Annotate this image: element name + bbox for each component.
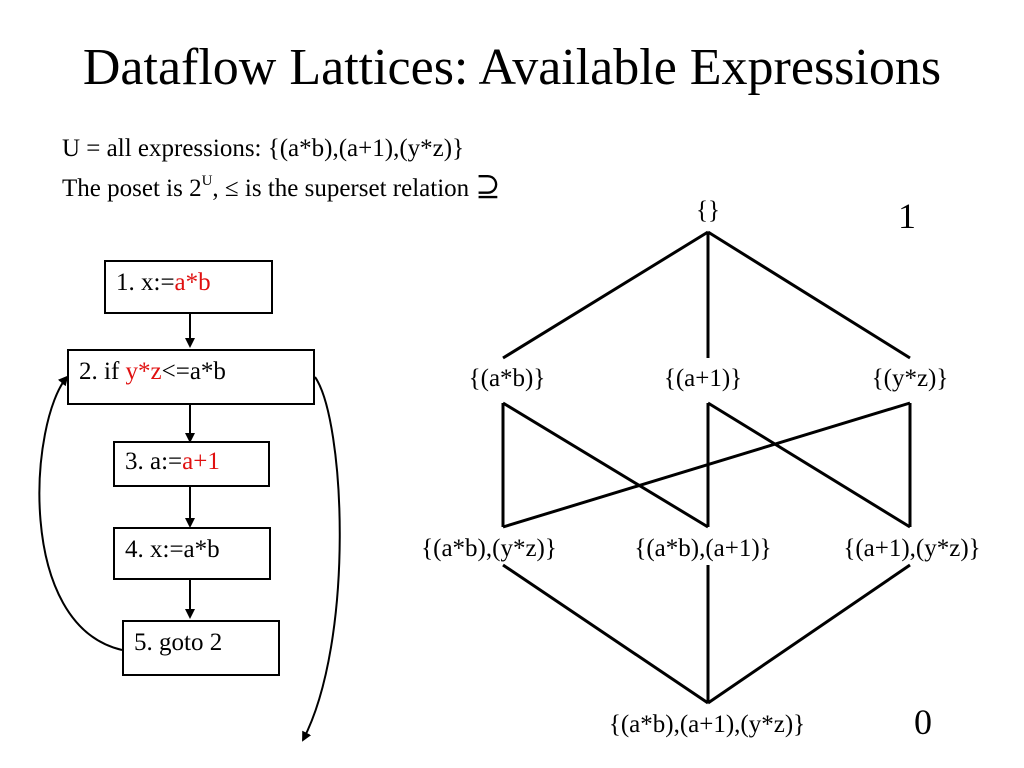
poset-line: The poset is 2U, ≤ is the superset relat… <box>62 172 501 204</box>
cfg-node-2-prefix: 2. if <box>79 358 126 385</box>
cfg-exit-edge-2 <box>302 376 341 742</box>
cfg-node-3: 3. a:=a+1 <box>113 441 270 487</box>
lattice-node-a1-yz: {(a+1),(y*z)} <box>843 535 981 562</box>
cfg-node-1-highlight: a*b <box>174 269 211 296</box>
poset-superscript: U <box>201 173 213 189</box>
cfg-back-edge-5-2 <box>38 375 123 651</box>
lattice-node-a1: {(a+1)} <box>663 365 743 392</box>
cfg-node-3-highlight: a+1 <box>182 448 220 475</box>
poset-prefix: The poset is 2 <box>62 175 202 202</box>
edge-yz-abyz <box>502 401 911 529</box>
lattice-node-ab: {(a*b)} <box>468 365 546 392</box>
cfg-node-2: 2. if y*z<=a*b <box>67 349 315 405</box>
lattice-node-top: {} <box>696 197 720 224</box>
lattice-node-yz: {(y*z)} <box>871 365 949 392</box>
lattice-bottom-label: 0 <box>914 702 932 742</box>
lattice-node-ab-a1: {(a*b),(a+1)} <box>634 535 772 562</box>
lattice-node-ab-yz: {(a*b),(y*z)} <box>421 535 557 562</box>
slide-title: Dataflow Lattices: Available Expressions <box>82 39 942 96</box>
edge-top-yz <box>707 230 911 360</box>
poset-suffix: , ≤ is the superset relation <box>212 175 476 202</box>
cfg-node-3-prefix: 3. a:= <box>125 448 183 475</box>
superset-symbol: ⊇ <box>475 170 501 203</box>
cfg-node-4-label: 4. x:=a*b <box>125 536 220 563</box>
edge-top-ab <box>502 230 709 360</box>
cfg-node-4: 4. x:=a*b <box>113 527 271 580</box>
universe-line: U = all expressions: {(a*b),(a+1),(y*z)} <box>62 135 465 162</box>
lattice-node-bottom: {(a*b),(a+1),(y*z)} <box>608 711 806 738</box>
lattice-edges <box>501 230 912 705</box>
cfg-node-2-highlight: y*z <box>125 358 162 385</box>
edge-abyz-bottom <box>502 563 709 705</box>
cfg-node-2-suffix: <=a*b <box>161 358 226 385</box>
lattice-top-label: 1 <box>898 196 916 236</box>
cfg-node-1: 1. x:=a*b <box>104 260 273 314</box>
cfg-edges <box>38 313 341 742</box>
cfg-node-1-prefix: 1. x:= <box>116 269 175 296</box>
edge-a1-a1yz <box>707 401 911 529</box>
edge-ab-aba1 <box>502 401 709 529</box>
cfg-node-5: 5. goto 2 <box>122 620 280 676</box>
cfg-node-5-label: 5. goto 2 <box>134 629 223 656</box>
edge-a1yz-bottom <box>707 563 911 705</box>
